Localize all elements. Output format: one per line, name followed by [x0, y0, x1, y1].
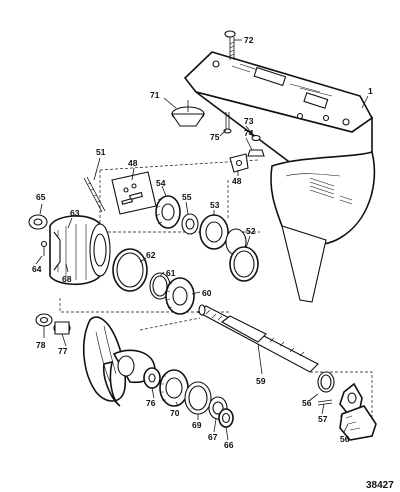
- callout-71: 71: [150, 90, 160, 100]
- spring-64: [40, 240, 48, 256]
- callout-72: 72: [244, 35, 254, 45]
- nut-73-washer-74: [247, 134, 265, 157]
- callout-55: 55: [182, 192, 192, 202]
- seal-66: [218, 408, 234, 428]
- callout-58: 56: [302, 398, 312, 408]
- gear-housing: [183, 51, 376, 303]
- callout-62: 62: [146, 250, 156, 260]
- carrier-63: [49, 215, 111, 286]
- callout-65: 65: [36, 192, 46, 202]
- callout-66: 66: [224, 440, 234, 450]
- spacer-76: [143, 367, 161, 389]
- nut-78: [35, 313, 53, 327]
- clutch-56b: [339, 405, 377, 441]
- bushing-65: [28, 214, 48, 230]
- callout-56: 56: [340, 434, 350, 444]
- callout-74: 74: [244, 128, 254, 138]
- propeller-shaft-59: [196, 304, 319, 373]
- ring-58: [317, 371, 335, 393]
- callout-68: 68: [62, 274, 72, 284]
- callout-69: 69: [192, 420, 202, 430]
- callout-67: 67: [208, 432, 218, 442]
- bearing-53: [199, 214, 247, 256]
- ring-52: [229, 246, 259, 282]
- callout-73: 73: [244, 116, 254, 126]
- pinion-gear-54: [155, 195, 181, 229]
- callout-77: 77: [58, 346, 68, 356]
- leader-lines: [35, 39, 369, 441]
- forward-gear-60: [165, 277, 195, 315]
- callout-51: 51: [96, 147, 106, 157]
- callout-53: 53: [210, 200, 220, 210]
- callout-labels: 72 1 71 73 74 75 48 51 48 54 55 53 52 65…: [32, 35, 373, 450]
- retainer-69: [184, 381, 212, 415]
- callout-60: 60: [202, 288, 212, 298]
- figure-reference-number: 38427: [366, 480, 394, 491]
- propeller: [82, 316, 156, 407]
- callout-52: 52: [246, 226, 256, 236]
- callout-78: 78: [36, 340, 46, 350]
- callout-76: 76: [146, 398, 156, 408]
- pin-51: [83, 176, 106, 213]
- callout-49: 48: [128, 158, 138, 168]
- bearing-55: [181, 213, 199, 235]
- callout-48-tab: 48: [232, 176, 242, 186]
- screw-75: [223, 112, 232, 134]
- tab-washer-77: [53, 321, 71, 335]
- anode-71: [170, 100, 206, 127]
- o-ring-62: [112, 248, 148, 292]
- pin-57: [317, 399, 333, 406]
- shift-kit-49: [111, 171, 157, 215]
- callout-63: 63: [70, 208, 80, 218]
- callout-61: 61: [166, 268, 176, 278]
- callout-59: 59: [256, 376, 266, 386]
- callout-75: 75: [210, 132, 220, 142]
- callout-64: 64: [32, 264, 42, 274]
- callout-1: 1: [368, 86, 373, 96]
- cam-follower-56a: [339, 382, 363, 416]
- callout-54: 54: [156, 178, 166, 188]
- screw-72: [224, 30, 236, 60]
- callout-57: 57: [318, 414, 328, 424]
- trim-tab-48: [229, 153, 249, 173]
- callout-70: 70: [170, 408, 180, 418]
- thrust-hub-70: [159, 369, 189, 407]
